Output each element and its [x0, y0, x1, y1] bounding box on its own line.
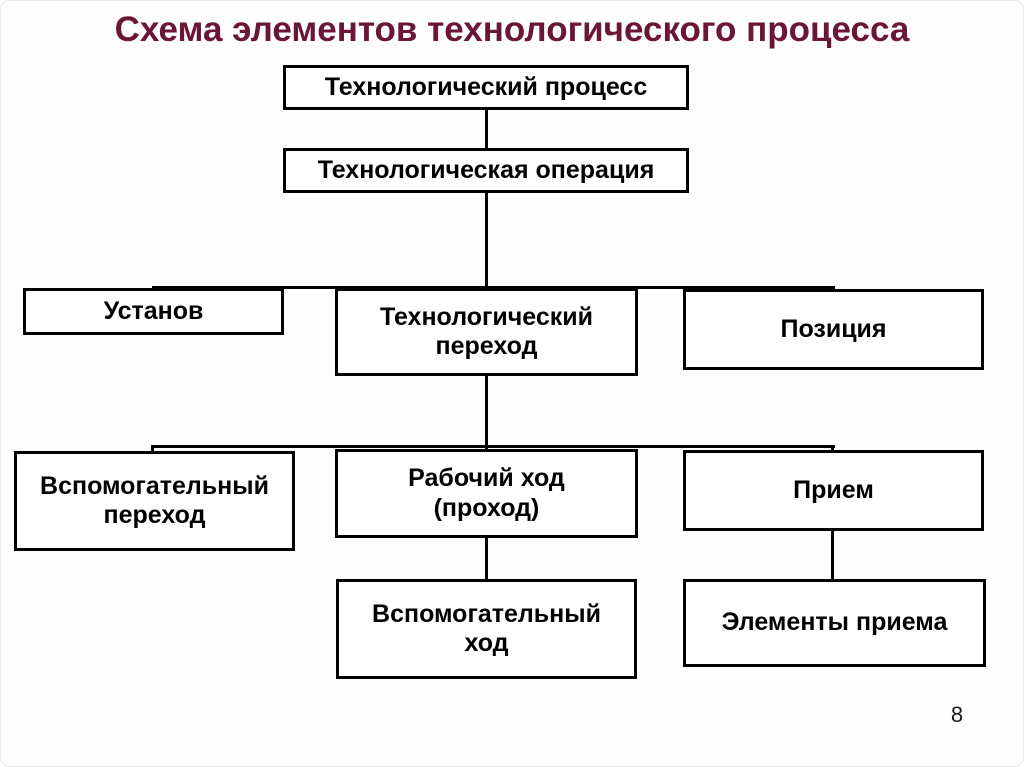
connector-row3-horizontal: [151, 445, 835, 448]
node-vspom-perehod: Вспомогательный переход: [14, 451, 295, 551]
node-tech-operation: Технологическая операция: [283, 148, 689, 193]
node-elementy-priema: Элементы приема: [683, 579, 986, 667]
node-pozitsiya: Позиция: [683, 289, 984, 370]
node-tech-operation-label: Технологическая операция: [317, 155, 655, 184]
connector-priem-to-elementy: [831, 528, 834, 582]
connector-operation-down: [485, 190, 488, 290]
node-elementy-priema-label: Элементы приема: [721, 608, 948, 637]
node-tech-perehod-label: Технологический переход: [379, 302, 594, 361]
node-vspom-perehod-label: Вспомогательный переход: [40, 471, 269, 530]
node-pozitsiya-label: Позиция: [780, 314, 887, 343]
connector-perehod-down: [485, 373, 488, 451]
node-priem-label: Прием: [793, 475, 874, 504]
page-number: 8: [950, 702, 964, 727]
connector-stub-vspom-perehod: [151, 445, 154, 454]
connector-process-to-operation: [485, 107, 488, 151]
node-ustanov-label: Установ: [103, 296, 204, 325]
slide-title: Схема элементов технологического процесс…: [114, 10, 910, 49]
node-tech-process-label: Технологический процесс: [324, 72, 648, 101]
node-tech-perehod: Технологический переход: [335, 288, 638, 376]
connector-stub-priem: [831, 445, 834, 453]
node-ustanov: Установ: [23, 288, 284, 335]
node-rabochiy-hod: Рабочий ход (проход): [335, 449, 638, 538]
connector-rabochiy-to-vspom-hod: [485, 535, 488, 582]
node-vspom-hod-label: Вспомогательный ход: [372, 599, 601, 658]
node-rabochiy-hod-label: Рабочий ход (проход): [408, 464, 565, 522]
node-priem: Прием: [683, 450, 984, 531]
node-vspom-hod: Вспомогательный ход: [336, 579, 637, 679]
connector-row2-horizontal: [152, 286, 835, 289]
node-tech-process: Технологический процесс: [283, 65, 689, 110]
